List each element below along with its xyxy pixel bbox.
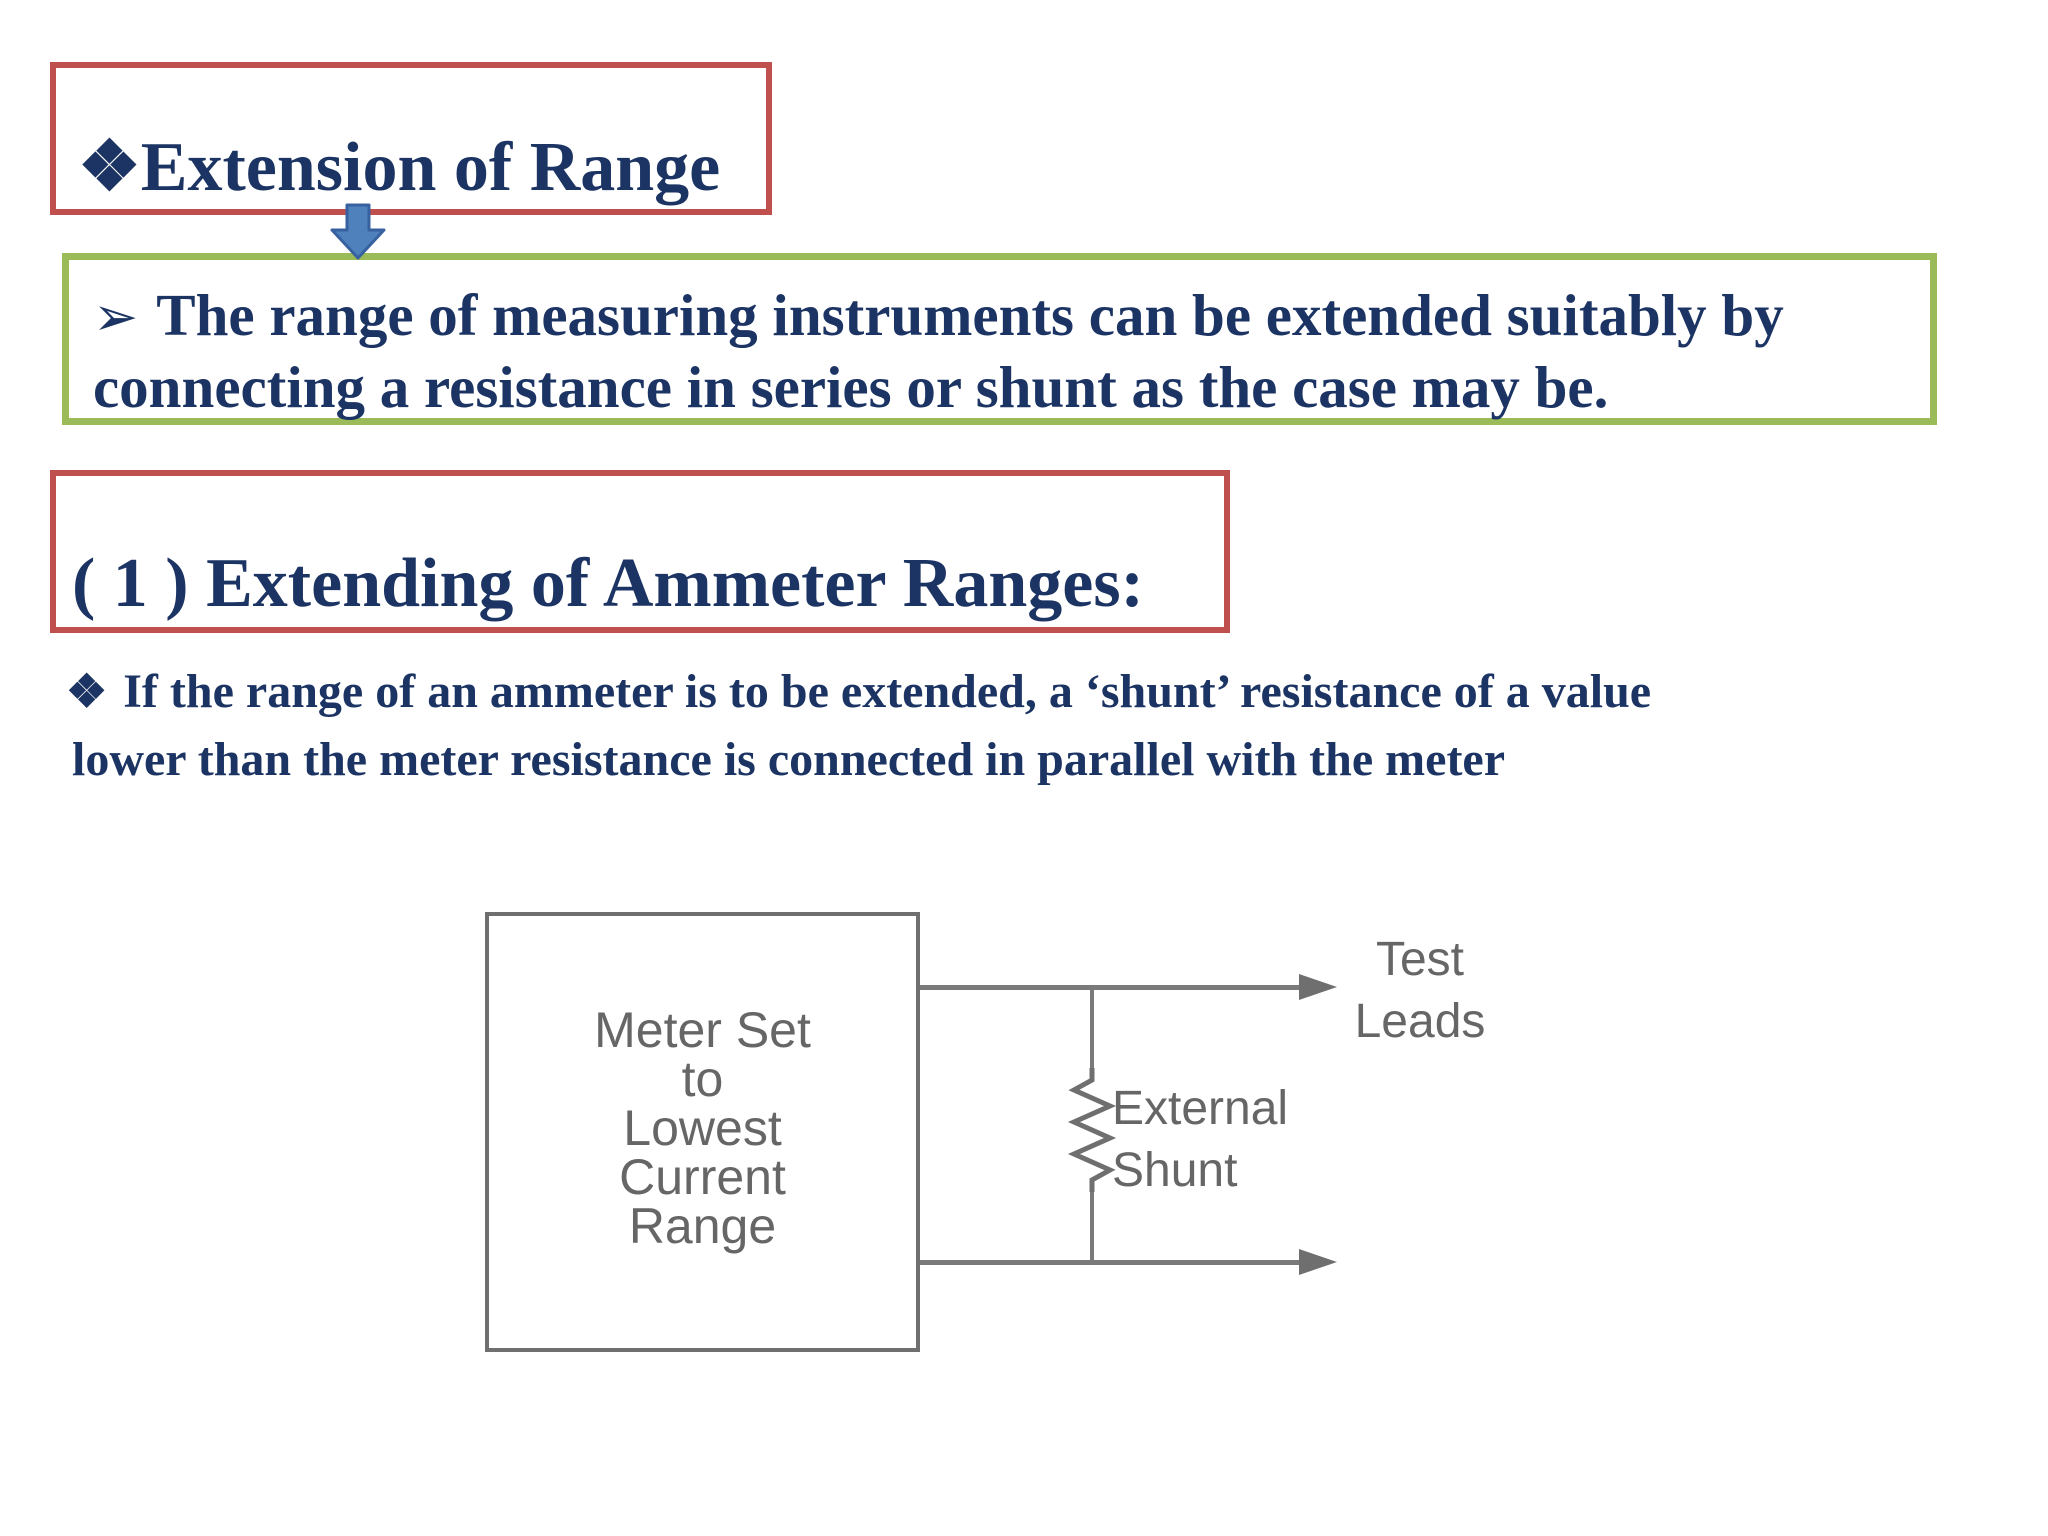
bottom-wire bbox=[920, 1260, 1302, 1265]
top-wire-arrowhead-icon bbox=[1299, 974, 1337, 1000]
diamond-bullet-icon: ❖ bbox=[78, 129, 141, 206]
title-box: ❖Extension of Range bbox=[50, 62, 772, 215]
external-shunt-label-line-2: Shunt bbox=[1112, 1144, 1238, 1197]
body-line-1-text: If the range of an ammeter is to be exte… bbox=[123, 665, 1652, 718]
down-arrow-icon bbox=[330, 203, 386, 260]
meter-box-label: Lowest bbox=[623, 1099, 782, 1156]
note-box: ➢ The range of measuring instruments can … bbox=[62, 253, 1937, 425]
meter-box: Meter Set to Lowest Current Range bbox=[485, 912, 920, 1352]
meter-box-label: to bbox=[681, 1050, 724, 1107]
external-shunt-label-line-1: External bbox=[1112, 1082, 1289, 1135]
heading2-box: ( 1 ) Extending of Ammeter Ranges: bbox=[50, 470, 1230, 633]
test-leads-label-line-1: Test bbox=[1375, 933, 1465, 986]
shunt-wire-upper bbox=[1090, 987, 1094, 1080]
page-title-text: Extension of Range bbox=[140, 129, 721, 206]
diamond-bullet-icon: ❖ bbox=[66, 666, 108, 717]
body-line-2: lower than the meter resistance is conne… bbox=[72, 733, 1506, 786]
arrowhead-bullet-icon: ➢ bbox=[93, 285, 139, 348]
note-line-1: ➢ The range of measuring instruments can … bbox=[93, 280, 1930, 352]
shunt-wire-lower bbox=[1090, 1190, 1094, 1264]
meter-box-label: Range bbox=[628, 1197, 777, 1254]
note-line-1-text: The range of measuring instruments can b… bbox=[156, 282, 1784, 348]
test-leads-label: Test Leads bbox=[1330, 929, 1510, 1053]
test-leads-label-line-2: Leads bbox=[1354, 995, 1486, 1048]
section-heading: ( 1 ) Extending of Ammeter Ranges: bbox=[72, 545, 1144, 622]
bottom-wire-arrowhead-icon bbox=[1299, 1249, 1337, 1275]
external-shunt-label: External Shunt bbox=[1112, 1078, 1288, 1202]
meter-box-label: Current bbox=[619, 1148, 786, 1205]
resistor-icon bbox=[1067, 1068, 1117, 1192]
note-line-2: connecting a resistance in series or shu… bbox=[93, 354, 1609, 420]
page-title: ❖Extension of Range bbox=[78, 133, 720, 203]
meter-box-label: Meter Set bbox=[594, 1001, 811, 1058]
body-line-1: ❖ If the range of an ammeter is to be ext… bbox=[66, 668, 1651, 716]
top-wire bbox=[920, 985, 1302, 990]
